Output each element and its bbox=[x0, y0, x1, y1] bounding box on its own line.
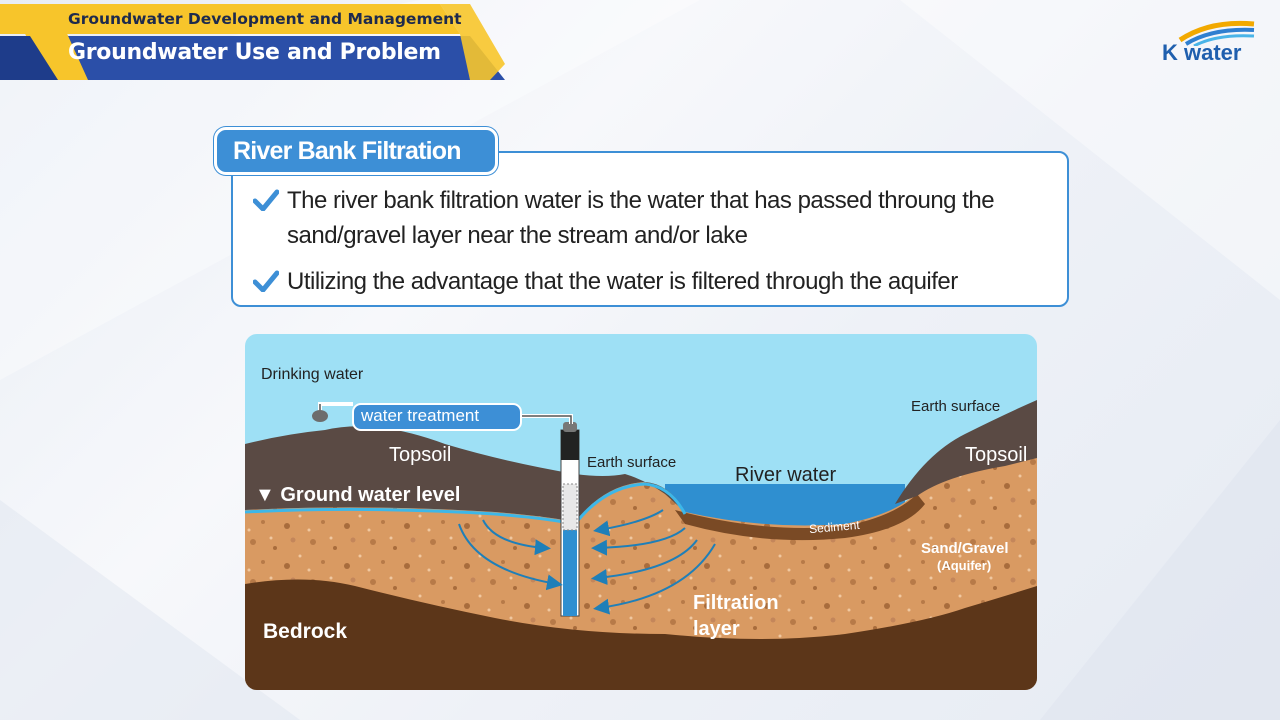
flow-arrow bbox=[593, 543, 716, 615]
bullet-text-1: The river bank filtration water is the w… bbox=[287, 187, 995, 249]
bedrock-layer bbox=[245, 579, 1037, 690]
label-topsoil-right: Topsoil bbox=[965, 444, 1028, 466]
info-box: The river bank filtration water is the w… bbox=[231, 151, 1069, 307]
diagram-canvas bbox=[245, 334, 1037, 690]
label-sand-gravel: Sand/Gravel bbox=[921, 540, 1009, 557]
river-bank-filtration-diagram: Drinking water water treatment Topsoil ▼… bbox=[245, 334, 1037, 690]
logo-text: K water bbox=[1162, 40, 1242, 65]
label-earth-surface-right: Earth surface bbox=[911, 398, 1001, 415]
sediment-layer bbox=[675, 494, 925, 541]
header-banner: Groundwater Development and Management G… bbox=[0, 0, 520, 84]
kwater-logo: K water bbox=[1150, 16, 1260, 76]
label-aquifer: (Aquifer) bbox=[937, 558, 992, 573]
flow-arrow bbox=[458, 523, 563, 591]
well-water bbox=[563, 530, 577, 616]
check-icon bbox=[253, 270, 279, 292]
label-topsoil-left: Topsoil bbox=[389, 444, 452, 466]
header-subtitle: Groundwater Development and Management bbox=[68, 10, 462, 28]
header-title: Groundwater Use and Problem bbox=[68, 40, 441, 65]
logo-arc-icon bbox=[1178, 20, 1255, 46]
label-earth-surface-mid: Earth surface bbox=[587, 454, 677, 471]
well-cap bbox=[563, 422, 577, 432]
topsoil-right bbox=[895, 400, 1037, 504]
groundwater-level-line bbox=[245, 482, 687, 526]
label-ground-water-level: ▼ Ground water level bbox=[255, 484, 461, 506]
label-river-water: River water bbox=[735, 464, 837, 486]
flow-arrow bbox=[593, 509, 664, 537]
label-drinking-water: Drinking water bbox=[261, 366, 364, 383]
label-layer: layer bbox=[693, 618, 740, 640]
flow-arrow bbox=[591, 527, 686, 556]
label-filtration: Filtration bbox=[693, 592, 779, 614]
well-top bbox=[561, 430, 579, 460]
flow-arrow bbox=[482, 519, 551, 556]
water-treatment-box bbox=[352, 403, 522, 431]
bullet-text-2: Utilizing the advantage that the water i… bbox=[287, 268, 958, 295]
label-water-treatment: water treatment bbox=[361, 406, 480, 425]
flow-arrow bbox=[591, 539, 698, 585]
bullet-item-1: The river bank filtration water is the w… bbox=[253, 183, 1067, 253]
label-bedrock: Bedrock bbox=[263, 620, 348, 643]
check-icon bbox=[253, 189, 279, 211]
tap-icon bbox=[312, 410, 328, 422]
banner-shape bbox=[0, 4, 505, 80]
info-tab-label: River Bank Filtration bbox=[233, 137, 462, 165]
well-screen bbox=[562, 483, 578, 531]
bullet-item-2: Utilizing the advantage that the water i… bbox=[253, 264, 1067, 299]
info-tab: River Bank Filtration bbox=[214, 127, 498, 175]
